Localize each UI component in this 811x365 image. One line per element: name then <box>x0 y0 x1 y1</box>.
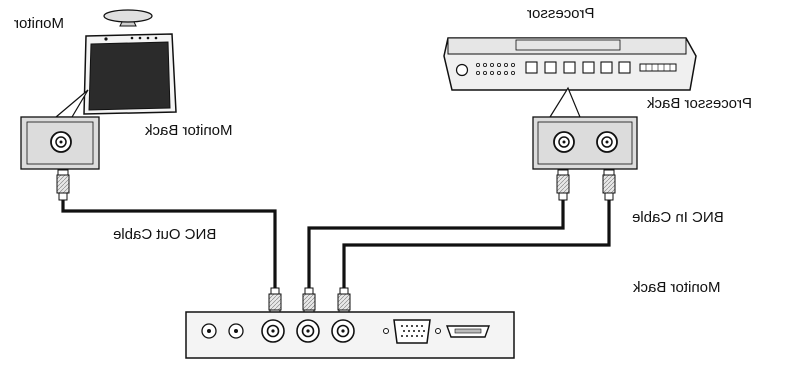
bnc-in-cable-label: BNC In Cable <box>632 209 724 226</box>
monitor-device <box>83 9 177 115</box>
monitor-back-panel <box>20 89 100 170</box>
processor-device <box>443 37 697 91</box>
monitor-label: Monitor <box>14 15 65 32</box>
cable-plugs-top <box>56 169 616 201</box>
cable-plugs-bottom <box>268 287 351 316</box>
bnc-out-cable-label: BNC Out Cable <box>113 226 217 243</box>
bnc-in-cable-1 <box>307 200 565 292</box>
bnc-in-cable-2 <box>342 200 611 292</box>
bnc-out-cable <box>61 200 277 292</box>
cables <box>61 200 611 292</box>
processor-back-label: Processor Back <box>647 95 753 112</box>
processor-label: Processor <box>527 5 595 22</box>
monitor-back-bottom-label: Monitor Back <box>633 279 721 296</box>
monitor-back-top-label: Monitor Back <box>145 122 233 139</box>
processor-back-panel <box>532 86 638 170</box>
monitor-back-bottom-panel <box>185 311 515 359</box>
